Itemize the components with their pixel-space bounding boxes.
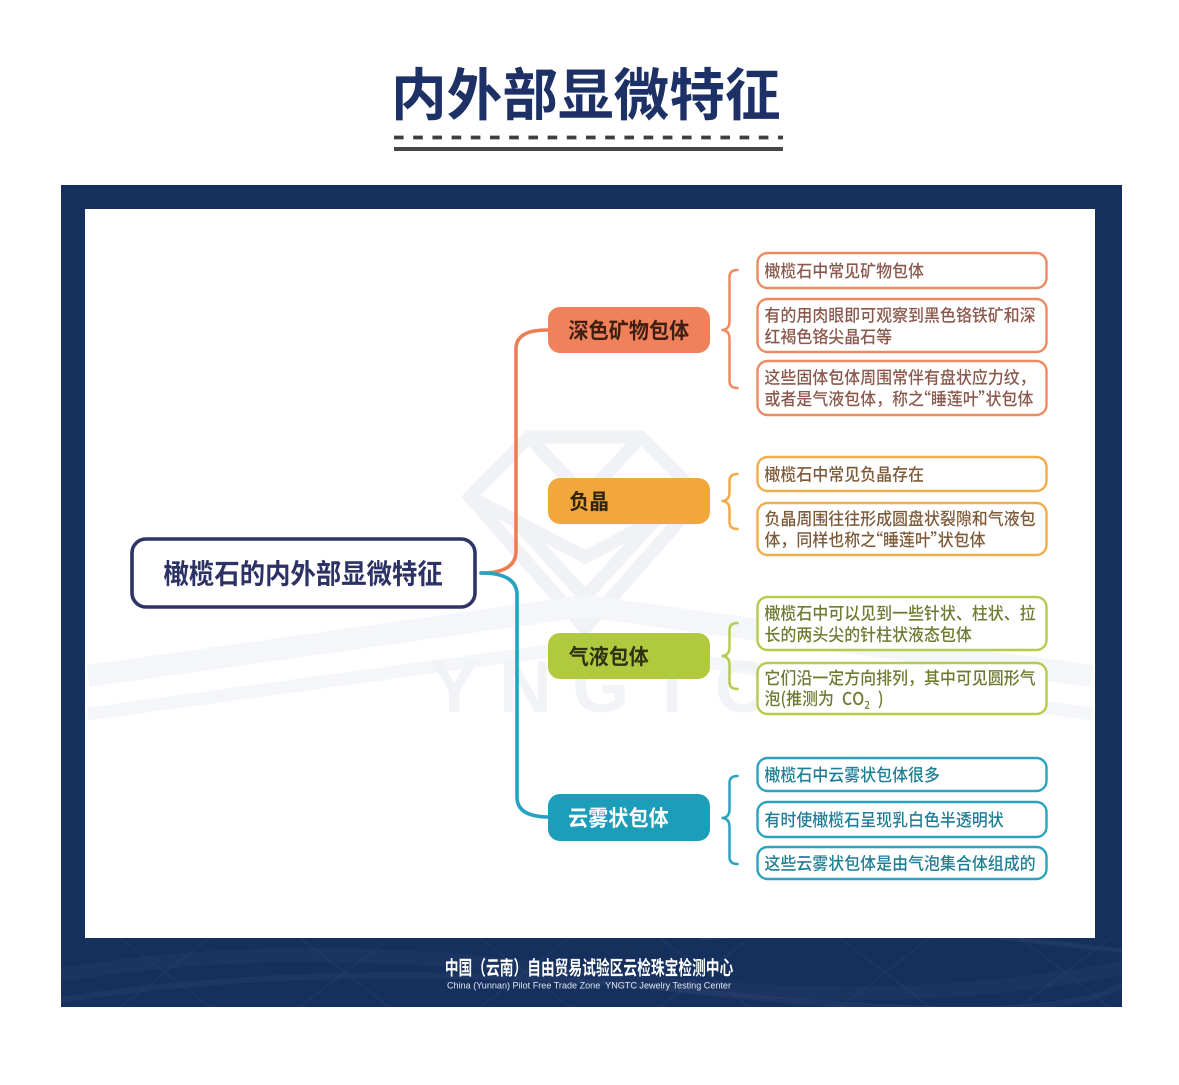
svg-text:China (Yunnan) Pilot Free Trad: China (Yunnan) Pilot Free Trade Zone YNG… [447,981,732,992]
